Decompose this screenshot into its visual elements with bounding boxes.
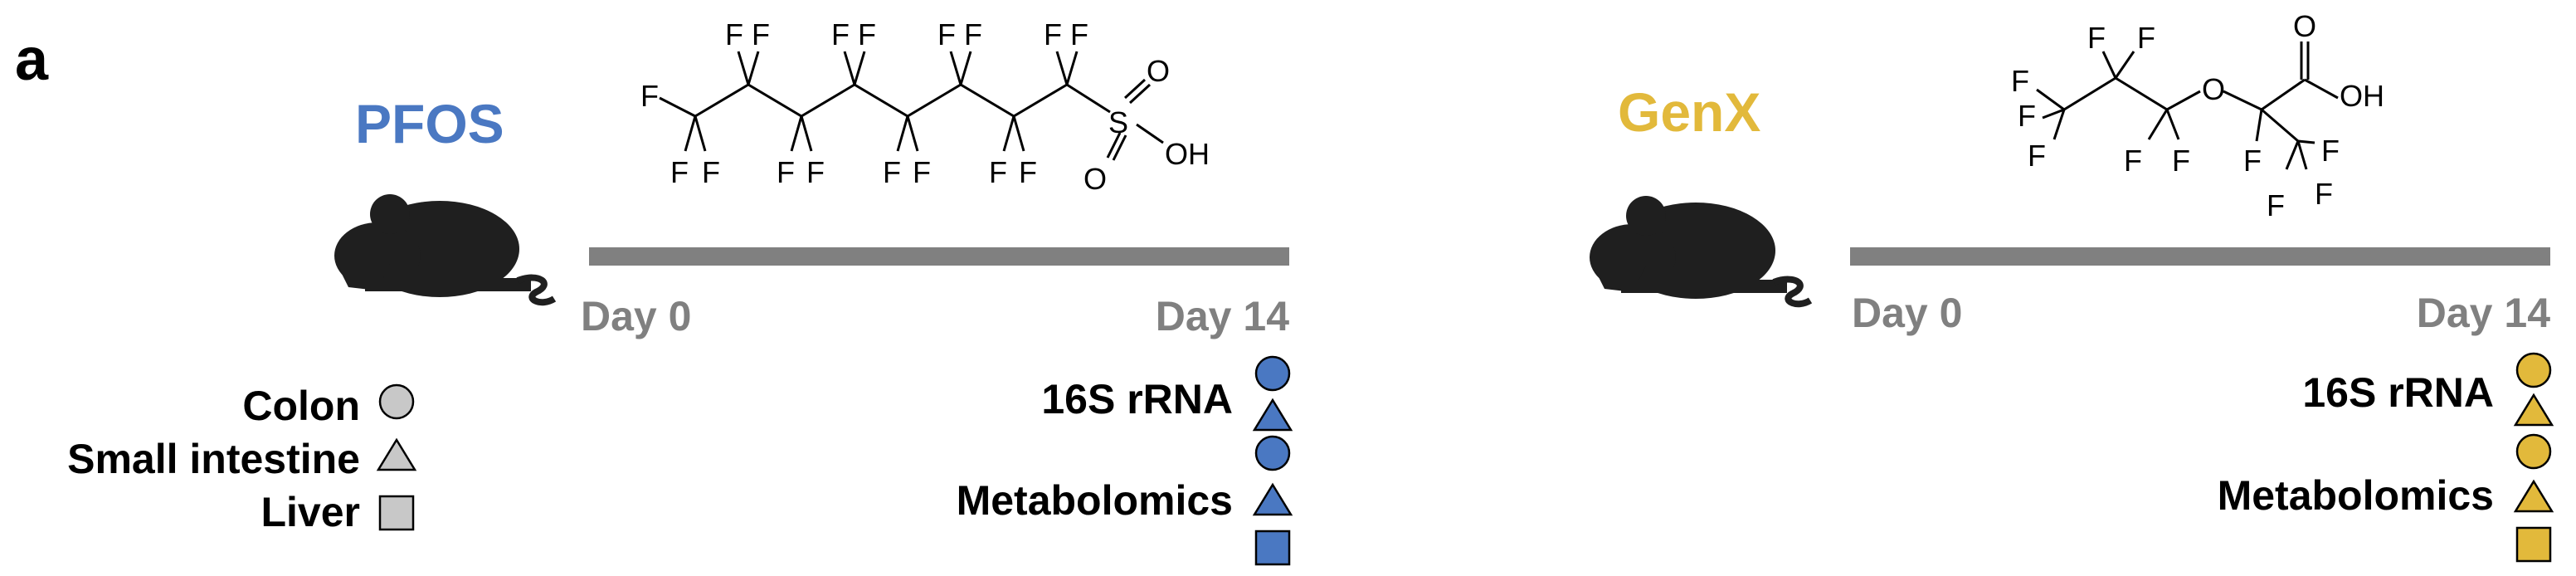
genx-day-start: Day 0 bbox=[1852, 290, 1962, 336]
svg-text:F: F bbox=[670, 155, 689, 189]
genx-mouse-icon bbox=[1590, 196, 1813, 308]
genx-assay-metabolomics-label: Metabolomics bbox=[2218, 472, 2494, 519]
svg-text:F: F bbox=[2267, 188, 2285, 222]
genx-metabolomics-liver-marker bbox=[2515, 526, 2552, 563]
svg-text:OH: OH bbox=[2340, 79, 2384, 113]
svg-text:F: F bbox=[702, 155, 720, 189]
svg-text:F: F bbox=[2315, 177, 2333, 211]
pfos-metabolomics-small-intestine-marker bbox=[1252, 482, 1293, 516]
pfos-assay-16s-label: 16S rRNA bbox=[1041, 376, 1233, 422]
svg-text:F: F bbox=[989, 155, 1007, 189]
genx-16s-colon-marker bbox=[2515, 352, 2552, 388]
pfos-metabolomics-liver-marker bbox=[1254, 530, 1291, 566]
pfos-title: PFOS bbox=[355, 93, 504, 154]
legend-circle-icon bbox=[378, 383, 415, 420]
svg-text:O: O bbox=[2202, 72, 2225, 106]
pfos-timeline-bar bbox=[589, 247, 1289, 266]
svg-text:F: F bbox=[964, 17, 982, 51]
genx-backbone bbox=[2063, 76, 2201, 111]
legend-label-colon: Colon bbox=[242, 383, 360, 429]
pfos-mouse-icon bbox=[334, 194, 557, 306]
svg-text:F: F bbox=[913, 155, 931, 189]
svg-text:O: O bbox=[1083, 162, 1107, 196]
pfos-16s-colon-marker bbox=[1254, 355, 1291, 392]
legend-triangle-icon bbox=[376, 437, 417, 471]
legend-label-small-intestine: Small intestine bbox=[67, 436, 360, 482]
svg-text:F: F bbox=[1044, 17, 1062, 51]
genx-metabolomics-colon-marker bbox=[2515, 433, 2552, 470]
pfos-structure bbox=[659, 51, 1164, 161]
pfos-day-start: Day 0 bbox=[581, 293, 691, 339]
pfos-16s-small-intestine-marker bbox=[1252, 398, 1293, 432]
genx-timeline-bar bbox=[1850, 247, 2550, 266]
svg-text:F: F bbox=[937, 17, 956, 51]
svg-text:F: F bbox=[725, 17, 743, 51]
legend-square-icon bbox=[378, 495, 415, 531]
svg-text:F: F bbox=[640, 79, 659, 113]
legend: Colon Small intestine Liver bbox=[67, 383, 417, 535]
svg-text:F: F bbox=[777, 155, 795, 189]
svg-text:F: F bbox=[2172, 144, 2190, 178]
genx-16s-small-intestine-marker bbox=[2513, 393, 2554, 427]
svg-text:F: F bbox=[831, 17, 850, 51]
svg-text:F: F bbox=[2321, 134, 2340, 168]
svg-text:F: F bbox=[2018, 99, 2036, 133]
pfos-metabolomics-colon-marker bbox=[1254, 435, 1291, 471]
genx-assay-16s-label: 16S rRNA bbox=[2302, 369, 2494, 416]
svg-text:F: F bbox=[883, 155, 901, 189]
pfos-sample-markers bbox=[1252, 355, 1293, 566]
svg-text:OH: OH bbox=[1165, 137, 1210, 171]
svg-text:F: F bbox=[2028, 139, 2046, 173]
svg-text:F: F bbox=[1019, 155, 1037, 189]
svg-text:F: F bbox=[858, 17, 876, 51]
svg-text:S: S bbox=[1108, 105, 1128, 139]
genx-structure-labels: F F F F F F F O F O OH F F F bbox=[2011, 9, 2384, 222]
pfos-day-end: Day 14 bbox=[1156, 293, 1289, 339]
pfos-structure-labels: F F F F F F F F F F F F F F F F F S O O … bbox=[640, 17, 1210, 196]
genx-metabolomics-small-intestine-marker bbox=[2513, 479, 2554, 513]
pfos-assay-metabolomics-label: Metabolomics bbox=[957, 477, 1233, 524]
genx-day-end: Day 14 bbox=[2417, 290, 2550, 336]
panel-label: a bbox=[15, 27, 49, 93]
svg-text:F: F bbox=[2137, 21, 2155, 55]
genx-title: GenX bbox=[1618, 81, 1760, 143]
svg-text:F: F bbox=[2243, 144, 2262, 178]
svg-text:O: O bbox=[2293, 9, 2316, 43]
svg-text:F: F bbox=[2087, 21, 2106, 55]
legend-label-liver: Liver bbox=[261, 489, 360, 535]
svg-text:F: F bbox=[806, 155, 825, 189]
svg-text:F: F bbox=[2011, 64, 2029, 98]
svg-text:O: O bbox=[1147, 54, 1170, 88]
genx-sample-markers bbox=[2513, 352, 2554, 563]
genx-structure bbox=[2036, 41, 2339, 170]
svg-text:F: F bbox=[1070, 17, 1088, 51]
pfos-carbon-chain bbox=[694, 83, 1068, 118]
svg-text:F: F bbox=[752, 17, 770, 51]
svg-text:F: F bbox=[2124, 144, 2142, 178]
